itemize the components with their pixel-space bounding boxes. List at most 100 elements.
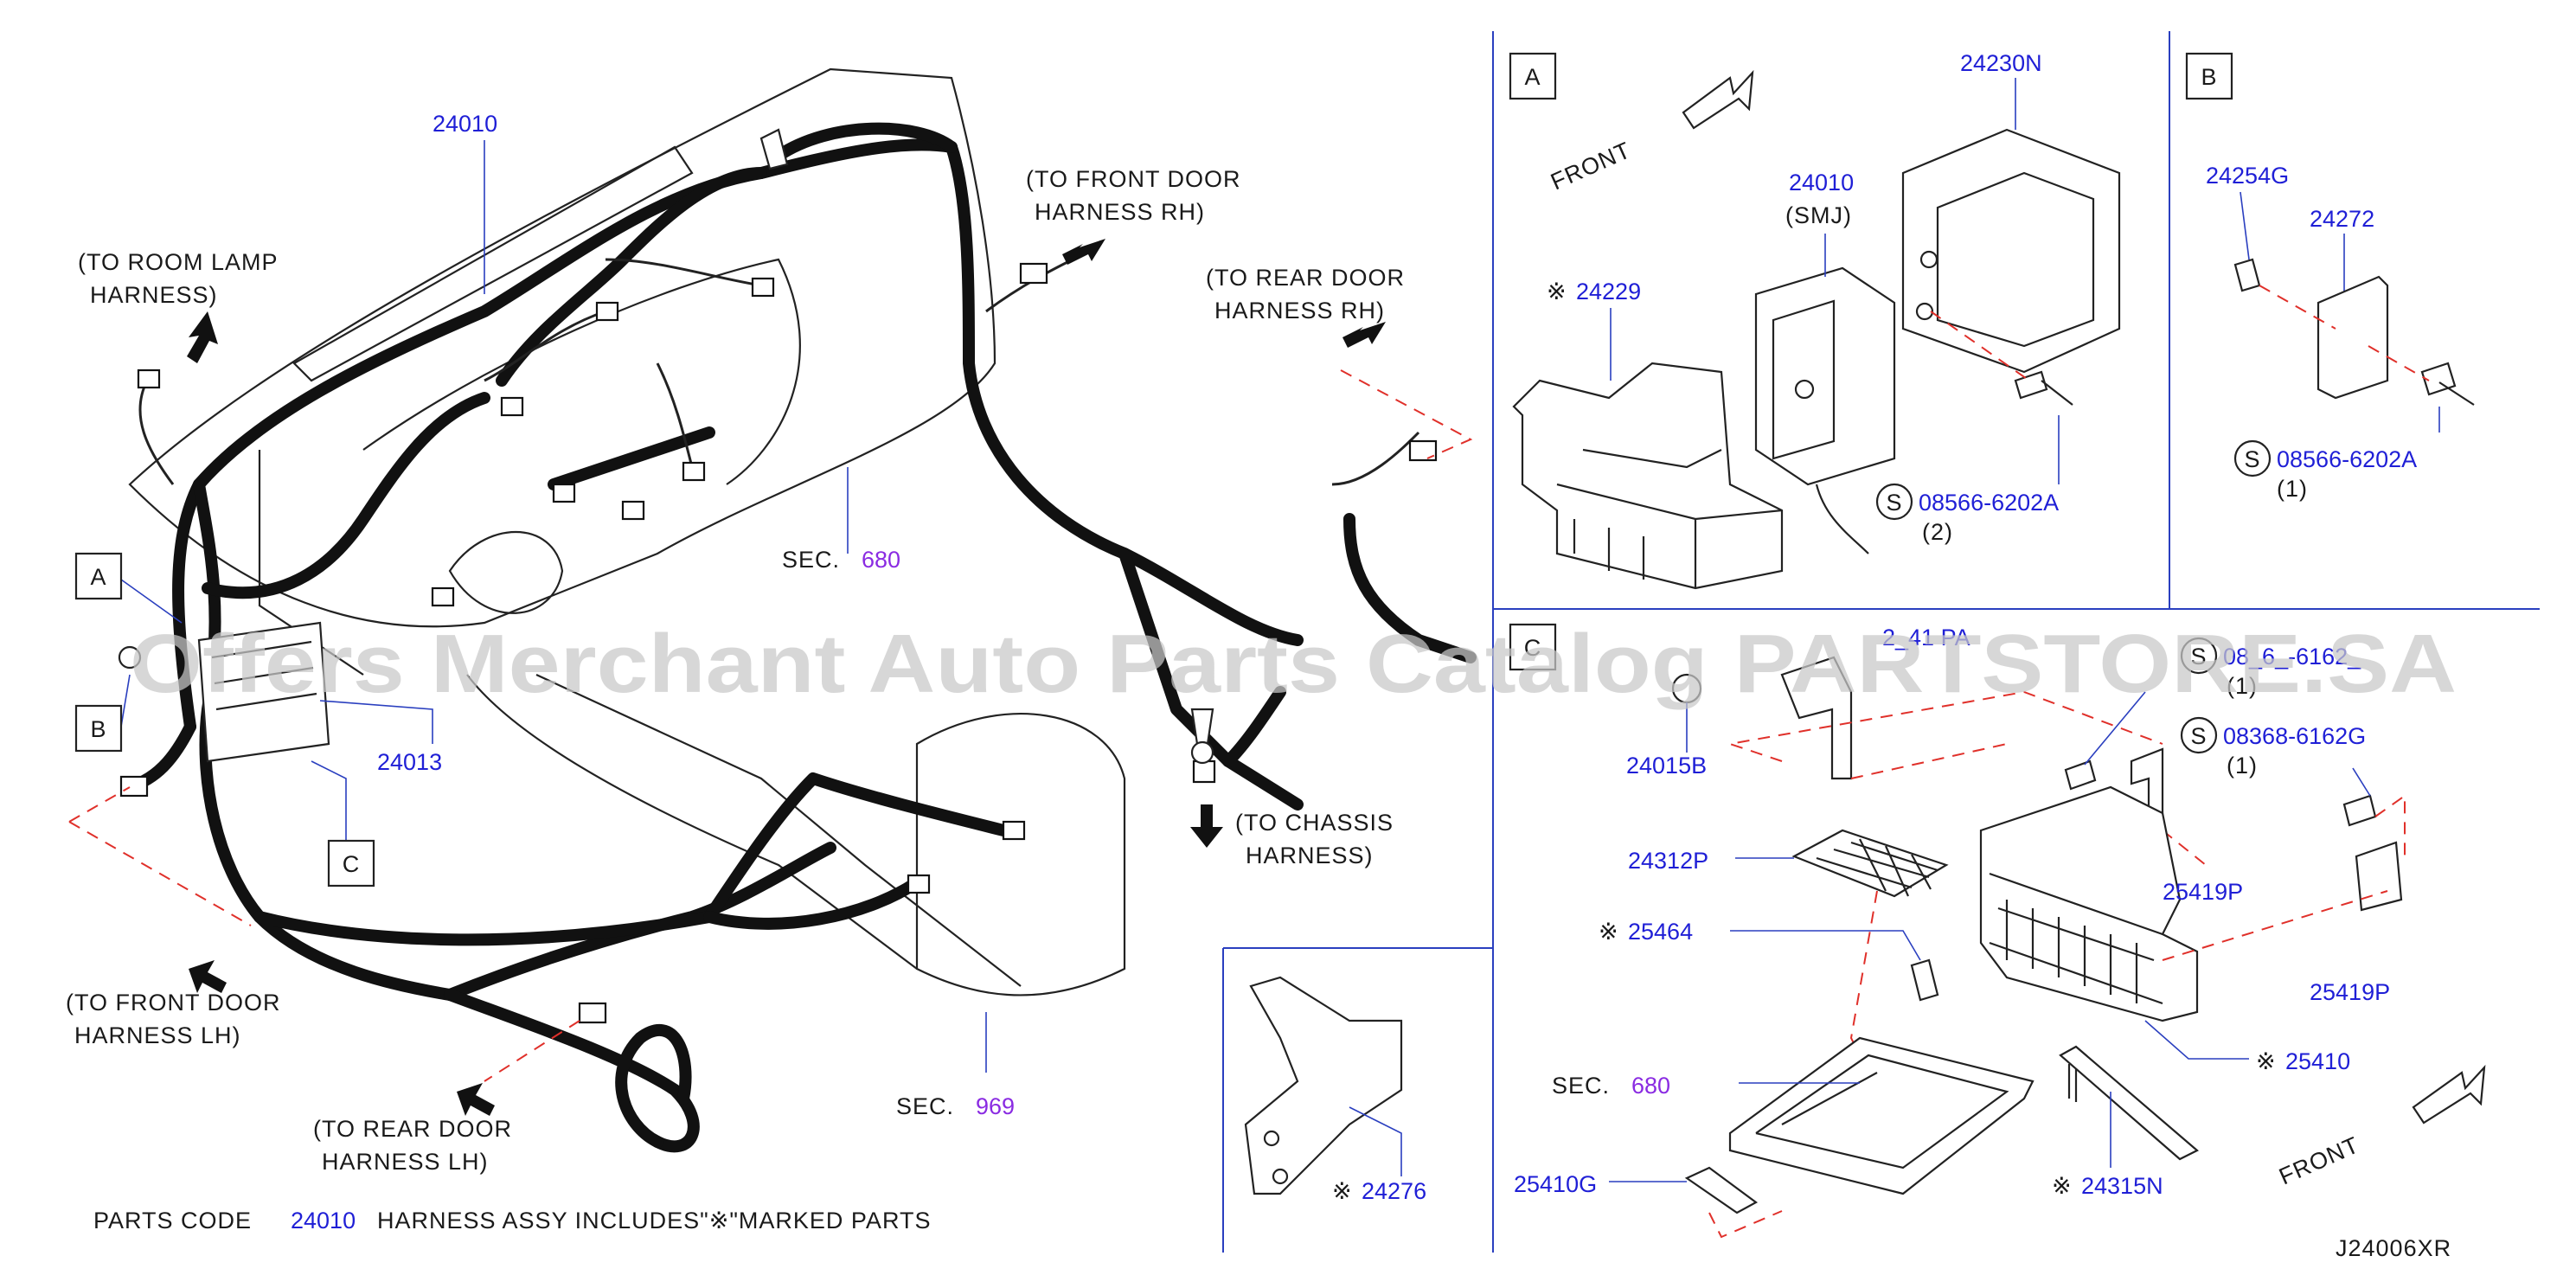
note-mark-24315N: ※ <box>2052 1173 2073 1199</box>
callout-b-label: B <box>90 716 106 742</box>
sec-label-680: SEC. <box>782 547 840 573</box>
panel-c: C <box>1509 623 2486 1239</box>
screw-mark-a: S <box>1886 490 1902 516</box>
part-24315N: 24315N <box>2081 1173 2163 1199</box>
diagram-id: J24006XR <box>2336 1235 2451 1261</box>
note-front-door-lh-2: HARNESS LH) <box>74 1022 241 1048</box>
connector <box>1019 262 1048 285</box>
part-24230N: 24230N <box>1960 50 2042 76</box>
connector <box>431 586 455 607</box>
note-rear-door-lh-1: (TO REAR DOOR <box>313 1116 512 1142</box>
note-room-lamp-1: (TO ROOM LAMP <box>78 249 279 275</box>
screw-mark-c2: S <box>2190 723 2207 749</box>
note-mark-25410: ※ <box>2256 1048 2277 1074</box>
connector <box>1192 759 1216 784</box>
note-mark-24276: ※ <box>1332 1178 1353 1204</box>
footer-parts-code-label: PARTS CODE <box>93 1208 252 1234</box>
part-25410G: 25410G <box>1514 1171 1597 1197</box>
connector <box>119 775 149 798</box>
part-bolt-b: 08566-6202A <box>2277 446 2417 472</box>
sec-680-main: 680 <box>862 547 900 573</box>
callout-b: B <box>74 704 123 753</box>
screw-mark-c1: S <box>2190 644 2207 670</box>
dashboard-outline <box>128 67 1126 996</box>
part-25410: 25410 <box>2285 1048 2350 1074</box>
sec-680-c: 680 <box>1631 1073 1670 1099</box>
footer: PARTS CODE 24010 HARNESS ASSY INCLUDES"※… <box>93 1208 2451 1261</box>
part-24229: 24229 <box>1576 279 1641 304</box>
arrow-rear-door-lh <box>457 1083 495 1116</box>
footer-note: HARNESS ASSY INCLUDES"※"MARKED PARTS <box>377 1208 931 1234</box>
part-25464: 25464 <box>1628 919 1693 945</box>
sec-969: 969 <box>976 1093 1015 1119</box>
watermark: Offers Merchant Auto Parts Catalog PARTS… <box>130 618 2457 710</box>
connector <box>1002 820 1026 841</box>
front-arrow-c <box>2412 1064 2486 1125</box>
part-bolt-c2: 08368-6162G <box>2223 723 2366 749</box>
note-smj: (SMJ) <box>1785 202 1852 228</box>
note-rear-door-rh-2: HARNESS RH) <box>1214 298 1385 324</box>
part-bolt-a: 08566-6202A <box>1919 490 2059 516</box>
connector <box>595 301 619 322</box>
panel-c-label: C <box>1524 635 1542 661</box>
main-leader-lines <box>120 140 987 1073</box>
part-24312P: 24312P <box>1628 848 1708 874</box>
main-dashed-refs <box>68 369 1473 1082</box>
qty-a: (2) <box>1922 519 1953 545</box>
direction-arrows <box>187 239 1386 1116</box>
arrow-front-door-rh <box>1062 239 1105 265</box>
arrow-front-door-lh <box>189 960 227 993</box>
part-24010: 24010 <box>433 111 497 137</box>
connector <box>552 483 576 503</box>
note-room-lamp-2: HARNESS) <box>90 282 218 308</box>
callout-a: A <box>74 552 123 600</box>
part-25419P-2: 25419P <box>2310 979 2390 1005</box>
connector <box>751 277 775 298</box>
note-front-door-rh-2: HARNESS RH) <box>1035 199 1205 225</box>
callout-a-label: A <box>90 564 106 590</box>
arrow-rear-door-rh <box>1342 322 1386 348</box>
main-labels: 24010 24013 (TO ROOM LAMP HARNESS) (TO F… <box>66 111 1405 1175</box>
arrow-chassis <box>1190 804 1223 848</box>
callout-c: C <box>327 839 375 888</box>
front-label-c: FRONT <box>2275 1131 2363 1189</box>
part-24272: 24272 <box>2310 206 2374 232</box>
note-front-door-lh-1: (TO FRONT DOOR <box>66 990 281 1016</box>
sec-label-969: SEC. <box>896 1093 954 1119</box>
qty-c1: (1) <box>2227 673 2258 699</box>
part-24141-partial: 2_41 PA <box>1882 625 1970 650</box>
front-arrow-a <box>1682 69 1754 130</box>
sec-label-680-c: SEC. <box>1552 1073 1610 1099</box>
panel-24276: ※ 24276 <box>1244 976 1426 1204</box>
connector <box>682 461 706 482</box>
qty-c2: (1) <box>2227 753 2258 779</box>
wire-harness <box>124 122 1477 1153</box>
part-bolt-c1: 08_6_-6162_ <box>2223 644 2361 670</box>
note-front-door-rh-1: (TO FRONT DOOR <box>1026 166 1241 192</box>
panel-b: B 24254G 24272 S 08566-6202A (1) <box>2185 52 2475 502</box>
note-chassis-1: (TO CHASSIS <box>1235 810 1394 836</box>
chassis-grommet <box>759 128 1214 765</box>
part-24254G: 24254G <box>2206 163 2289 189</box>
part-24276: 24276 <box>1362 1178 1426 1204</box>
note-rear-door-lh-2: HARNESS LH) <box>322 1149 489 1175</box>
screw-mark-b: S <box>2244 446 2260 472</box>
panel-borders <box>1222 31 2540 1253</box>
panel-a: A FRONT 24230N 24010 (SMJ) ※ 24229 S 085… <box>1509 50 2121 590</box>
part-25419P-1: 25419P <box>2163 879 2243 905</box>
part-24013: 24013 <box>377 749 442 775</box>
panel-a-label: A <box>1524 64 1541 90</box>
footer-code: 24010 <box>291 1208 356 1234</box>
connector <box>578 1002 607 1024</box>
note-chassis-2: HARNESS) <box>1246 843 1374 868</box>
note-rear-door-rh-1: (TO REAR DOOR <box>1206 265 1405 291</box>
connector <box>621 500 645 521</box>
part-24010-smj: 24010 <box>1789 170 1854 195</box>
note-mark-25464: ※ <box>1599 919 1619 945</box>
qty-b: (1) <box>2277 476 2308 502</box>
callout-c-label: C <box>343 851 361 877</box>
connector <box>137 368 161 389</box>
part-24015B: 24015B <box>1626 753 1707 779</box>
